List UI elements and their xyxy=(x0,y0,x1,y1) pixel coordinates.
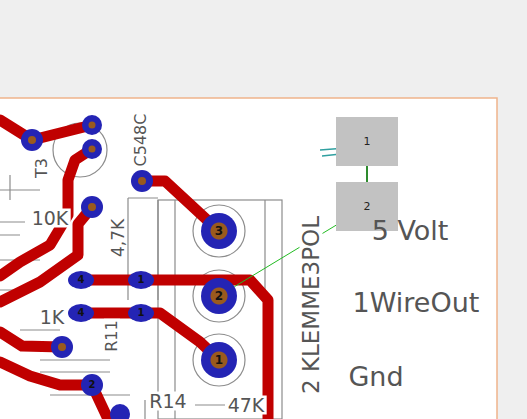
pad-number: 1 xyxy=(138,308,145,318)
pad-number: 1 xyxy=(215,354,223,366)
board-outline xyxy=(0,98,497,419)
pad-number: 2 xyxy=(215,290,223,302)
silkscreen-label: 1K xyxy=(38,308,67,327)
pad-number: 4 xyxy=(78,308,85,318)
airwire xyxy=(366,166,368,182)
pad-number: 2 xyxy=(89,380,96,390)
silkscreen-label: R11 xyxy=(104,318,120,353)
terminal-pad: 3 xyxy=(201,213,237,249)
silkscreen-label: 10K xyxy=(30,209,71,228)
pad-number: 4 xyxy=(78,275,85,285)
silkscreen-label: C548C xyxy=(133,112,149,169)
terminal-pad: 1 xyxy=(201,342,237,378)
silkscreen-label: 5 Volt xyxy=(372,217,449,244)
terminal-pad: 2 xyxy=(201,278,237,314)
silkscreen-label: R14 xyxy=(147,392,188,411)
pad-number: 2 xyxy=(364,201,371,212)
board-area xyxy=(0,98,497,419)
silkscreen-label: T3 xyxy=(34,156,50,180)
pad-number: 3 xyxy=(215,225,223,237)
silkscreen-label: 1WireOut xyxy=(353,289,480,316)
pad-number: 1 xyxy=(138,275,145,285)
jumper-pad: 1 xyxy=(336,117,398,166)
silkscreen-label: 47K xyxy=(226,396,267,415)
pad-number: 1 xyxy=(364,136,371,147)
silkscreen-label: 2 KLEMME3POL xyxy=(300,214,323,396)
silkscreen-label: 4,7K xyxy=(110,217,127,259)
silkscreen-label: Gnd xyxy=(348,363,403,390)
